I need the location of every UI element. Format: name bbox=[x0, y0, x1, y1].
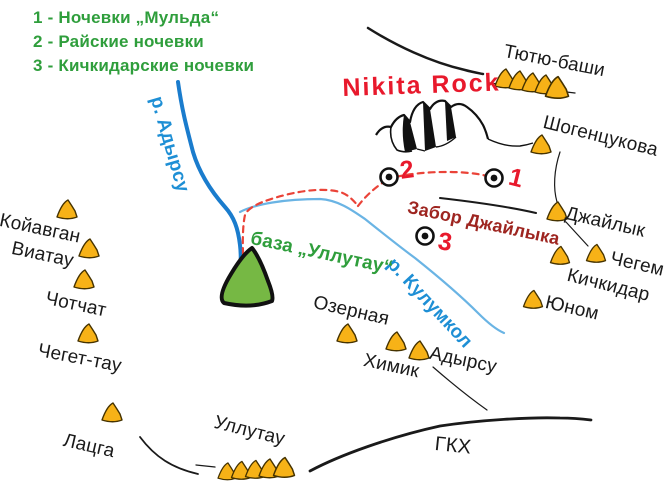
legend-item-mulda: 1 - Ночевки „Мульда“ bbox=[33, 8, 220, 27]
camp-markers bbox=[379, 167, 504, 246]
legend-item-rayskie: 2 - Райские ночевки bbox=[33, 32, 204, 51]
peak-icon bbox=[530, 134, 552, 155]
legend-item-kichkidar: 3 - Кичкидарские ночевки bbox=[33, 56, 255, 75]
base-camp-icon bbox=[219, 246, 275, 308]
ridge-label-gkh: ГКХ bbox=[433, 433, 473, 459]
peak-icon bbox=[272, 456, 296, 478]
trail-dashed bbox=[241, 170, 489, 300]
nikita-rock-title: Nikita Rock bbox=[342, 68, 502, 102]
marker-2-icon bbox=[379, 167, 399, 187]
peak-icon bbox=[585, 243, 607, 263]
peak-icon bbox=[78, 238, 100, 259]
marker-1-icon bbox=[484, 168, 504, 188]
peak-icon bbox=[56, 199, 78, 220]
peak-icon bbox=[336, 323, 358, 344]
stream-kulumkol-line bbox=[238, 197, 506, 335]
peak-icon bbox=[73, 269, 95, 290]
peak-icon bbox=[385, 331, 407, 352]
peak-icon bbox=[522, 289, 544, 309]
peak-icon bbox=[77, 323, 99, 344]
peak-icon bbox=[101, 402, 123, 423]
marker-3-icon bbox=[415, 226, 435, 246]
rock-sketch bbox=[375, 99, 534, 153]
peak-icon bbox=[408, 340, 430, 361]
